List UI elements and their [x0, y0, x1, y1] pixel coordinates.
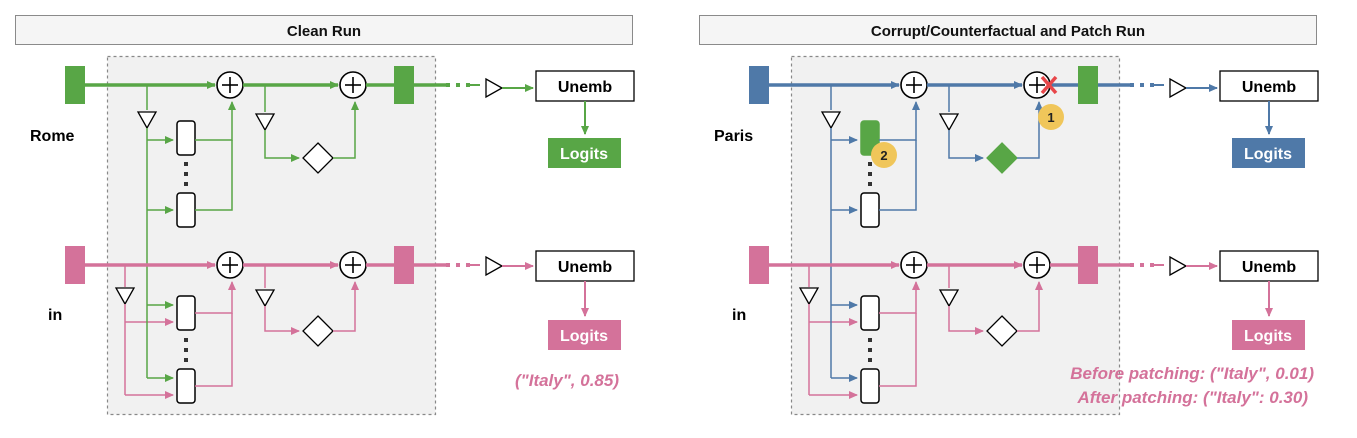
attention-head-box	[176, 120, 196, 156]
panel-title-bar	[15, 15, 633, 45]
transformer-block	[790, 55, 1121, 416]
token-embedding-box	[749, 66, 769, 104]
patch-x-icon	[1040, 75, 1058, 95]
unemb-label: Unemb	[1242, 79, 1296, 96]
logits-box	[1232, 138, 1305, 168]
badge-2-label: 2	[880, 148, 887, 163]
result-after-label: After patching: ("Italy": 0.30)	[1076, 388, 1308, 407]
result-before-label: Before patching: ("Italy", 0.01)	[1070, 364, 1314, 383]
logits-label: Logits	[560, 328, 608, 345]
unemb-box	[535, 70, 635, 102]
token-label: Paris	[714, 128, 753, 145]
token-label: in	[48, 307, 62, 324]
attention-head-box	[176, 192, 196, 228]
mlp-diamond-icon	[986, 315, 1018, 347]
unemb-label: Unemb	[558, 79, 612, 96]
attn-head-output	[879, 313, 917, 387]
attn-head-output	[879, 140, 917, 211]
unemb-box	[1219, 70, 1319, 102]
token-embedding-box	[749, 246, 769, 284]
attention-head-box	[860, 368, 880, 404]
panel-title-bar	[699, 15, 1317, 45]
logits-box	[548, 138, 621, 168]
token-label: Rome	[30, 128, 75, 145]
unemb-label: Unemb	[558, 259, 612, 276]
mlp-output	[1017, 281, 1043, 332]
layernorm-triangle-icon	[254, 113, 276, 132]
attention-head-box	[176, 295, 196, 331]
layernorm-triangle-icon	[136, 111, 158, 130]
badge-1-label: 1	[1047, 110, 1054, 125]
layernorm-triangle-icon	[114, 287, 136, 306]
mlp-input	[948, 130, 984, 162]
mlp-diamond-icon	[302, 142, 334, 174]
layernorm-triangle-icon	[254, 289, 276, 308]
badge-1	[1038, 104, 1064, 130]
transformer-block	[106, 55, 437, 416]
attention-head-box	[860, 295, 880, 331]
unemb-box	[535, 250, 635, 282]
mlp-input	[948, 306, 984, 335]
panel-patch-run: Corrupt/Counterfactual and Patch RunPari…	[699, 15, 1319, 416]
panel-title: Clean Run	[287, 23, 361, 40]
token-embedding-box	[65, 246, 85, 284]
layernorm-triangle-icon	[938, 289, 960, 308]
layernorm-triangle-icon	[820, 111, 842, 130]
layernorm-triangle-icon	[798, 287, 820, 306]
mlp-diamond-icon	[302, 315, 334, 347]
mlp-input	[264, 306, 300, 335]
result-label: ("Italy", 0.85)	[515, 371, 619, 390]
token-label: in	[732, 307, 746, 324]
layernorm-triangle-icon	[938, 113, 960, 132]
final-layernorm-triangle-icon	[485, 255, 504, 277]
final-layernorm-triangle-icon	[1169, 77, 1188, 99]
panel-title: Corrupt/Counterfactual and Patch Run	[871, 23, 1145, 40]
badge-2	[871, 142, 897, 168]
token-embedding-box	[65, 66, 85, 104]
attention-head-box	[176, 368, 196, 404]
mlp-output	[333, 101, 359, 159]
attn-head-output	[195, 313, 233, 387]
unemb-box	[1219, 250, 1319, 282]
logits-label: Logits	[560, 146, 608, 163]
mlp-output	[333, 281, 359, 332]
residual-output-box	[394, 66, 414, 104]
residual-output-box	[1078, 246, 1098, 284]
mlp-diamond-icon	[986, 142, 1018, 174]
unemb-label: Unemb	[1242, 259, 1296, 276]
logits-box	[548, 320, 621, 350]
final-layernorm-triangle-icon	[485, 77, 504, 99]
mlp-input	[264, 130, 300, 162]
residual-output-box	[1078, 66, 1098, 104]
attn-head-output	[195, 140, 233, 211]
panel-clean-run: Clean RunRomeUnembLogitsinUnembLogits("I…	[15, 15, 635, 416]
logits-label: Logits	[1244, 146, 1292, 163]
final-layernorm-triangle-icon	[1169, 255, 1188, 277]
residual-output-box	[394, 246, 414, 284]
attention-head-box	[860, 192, 880, 228]
logits-box	[1232, 320, 1305, 350]
logits-label: Logits	[1244, 328, 1292, 345]
